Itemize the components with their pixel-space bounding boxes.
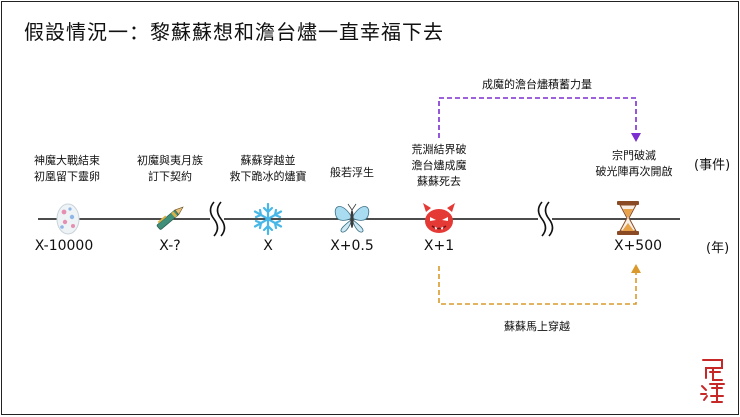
year-label-3: X — [263, 238, 273, 254]
arrow-top-label: 成魔的澹台燼積蓄力量 — [482, 78, 592, 91]
years-axis-label: (年) — [706, 241, 730, 256]
egg-icon — [56, 203, 80, 235]
event-text-2: 初魔與夷月族 訂下契約 — [137, 154, 203, 183]
timeline-break-1 — [209, 201, 226, 237]
arrow-top — [438, 97, 637, 138]
slide-title: 假設情況一：黎蘇蘇想和澹台燼一直幸福下去 — [24, 20, 444, 44]
year-label-6: X+500 — [613, 238, 663, 254]
year-label-4: X+0.5 — [330, 238, 374, 254]
hourglass-icon — [617, 201, 639, 235]
year-label-1: X-10000 — [34, 238, 94, 254]
event-text-5: 荒淵結界破 澹台燼成魔 蘇蘇死去 — [411, 143, 467, 188]
event-text-3: 蘇蘇穿越並 救下跪冰的燼寶 — [229, 154, 307, 183]
devil-icon — [423, 203, 455, 233]
seal-stamp — [700, 359, 725, 403]
arrow-bottom-label: 蘇蘇馬上穿越 — [504, 320, 570, 333]
arrow-top-head — [631, 133, 641, 142]
snowflake-icon — [253, 202, 283, 236]
events-axis-label: (事件) — [694, 158, 731, 173]
arrow-bottom — [438, 266, 637, 305]
butterfly-icon — [334, 203, 370, 233]
year-label-5: X+1 — [423, 238, 455, 254]
arrow-bottom-head — [631, 264, 641, 273]
event-text-6: 宗門破滅 破光陣再次開啟 — [595, 149, 673, 178]
event-text-1: 神魔大戰結束 初凰留下靈卵 — [34, 154, 100, 183]
pen-icon — [156, 206, 184, 230]
timeline-break-2 — [537, 201, 554, 237]
year-label-2: X-? — [159, 238, 181, 254]
event-text-4: 般若浮生 — [330, 166, 374, 179]
